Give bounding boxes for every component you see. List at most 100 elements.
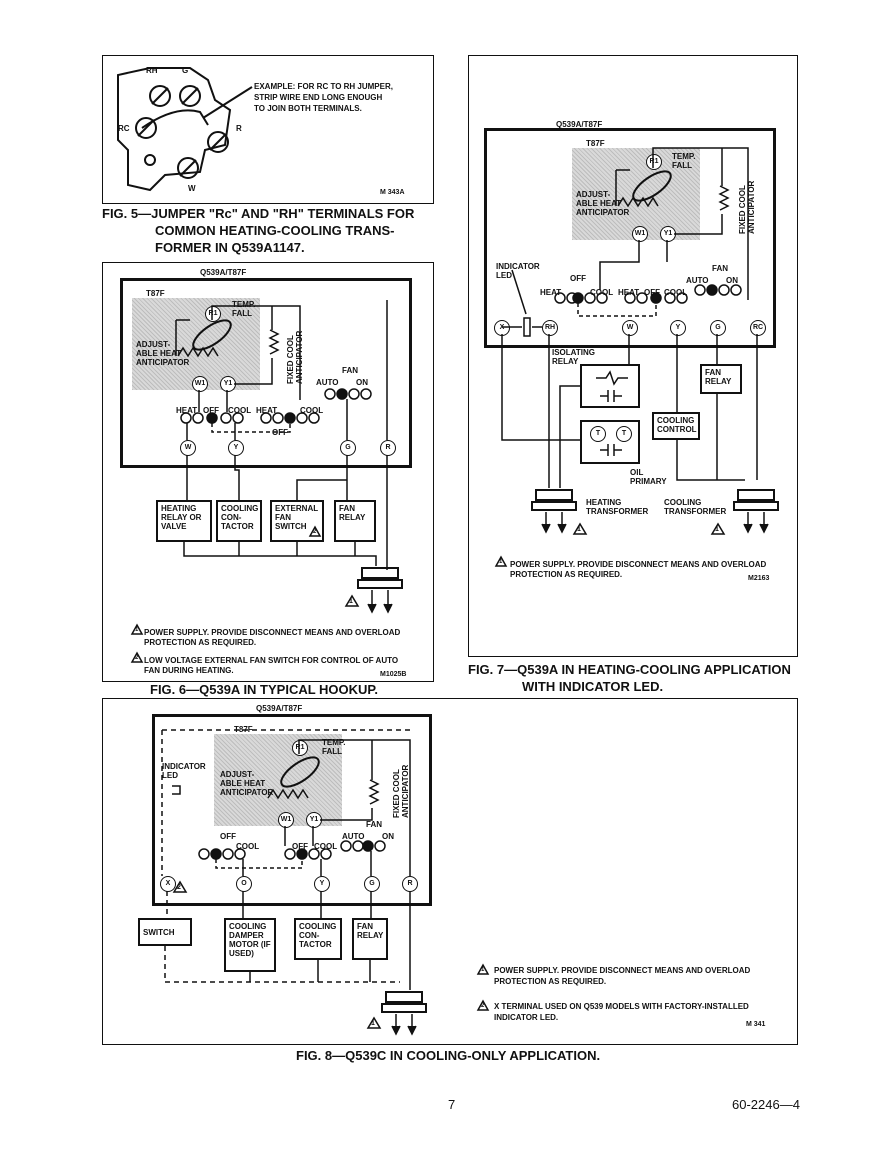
fig7-code: M2163	[748, 575, 770, 582]
fig6-note-1: POWER SUPPLY. PROVIDE DISCONNECT MEANS A…	[144, 628, 401, 637]
fig6-note-mark-1: 1	[135, 627, 139, 633]
fig6-thermostat: T87F	[146, 289, 165, 298]
fig8-cooling-contactor: COOLING CON- TACTOR	[294, 918, 342, 960]
fig6-model: Q539A/T87F	[200, 268, 247, 277]
fig8-mark-1: 1	[371, 1020, 375, 1027]
fig5-frame	[102, 55, 434, 204]
fig6-note-2b: FAN DURING HEATING.	[144, 666, 234, 675]
fig7-term-rc: RC	[750, 320, 766, 336]
fig6-switch-mark-2: 2	[313, 529, 317, 535]
fig7-fan: FAN	[712, 264, 728, 273]
fig5-caption-1: FIG. 5—JUMPER "Rc" AND "RH" TERMINALS FO…	[102, 206, 415, 221]
fig7-temp-fall: TEMP. FALL	[672, 152, 696, 170]
fig8-note-mark-1: 1	[481, 967, 485, 973]
fig8-code: M 341	[746, 1021, 766, 1028]
fig8-fixed-cool: FIXED COOL ANTICIPATOR	[392, 764, 410, 818]
fig7-term-r1: R1	[646, 154, 662, 170]
fig6-cool: COOL	[228, 406, 252, 415]
fig7-fixed-cool: FIXED COOL ANTICIPATOR	[738, 180, 756, 234]
fig6-fan: FAN	[342, 366, 358, 375]
fig8-note-1b: PROTECTION AS REQUIRED.	[494, 977, 607, 986]
fig8-note-mark-2: 2	[481, 1003, 485, 1009]
fig6-auto: AUTO	[316, 378, 339, 387]
fig7-heat: HEAT	[540, 288, 562, 297]
fig8-auto: AUTO	[342, 832, 365, 841]
fig7-term-y1: Y1	[660, 226, 676, 242]
fig7-term-t1: T	[590, 426, 606, 442]
fig8-note-2b: INDICATOR LED.	[494, 1013, 559, 1022]
document-number: 60-2246—4	[732, 1097, 800, 1112]
fig5-term-r: R	[236, 124, 242, 133]
fig8-frame	[102, 698, 798, 1045]
fig8-damper-motor: COOLING DAMPER MOTOR (IF USED)	[224, 918, 276, 972]
fig8-on: ON	[382, 832, 394, 841]
fig5-term-g: G	[182, 66, 189, 75]
fig6-term-w1: W1	[192, 376, 208, 392]
fig5-term-rc: RC	[118, 124, 130, 133]
fig7-term-w1: W1	[632, 226, 648, 242]
fig6-term-w: W	[180, 440, 196, 456]
fig7-mark-1b: 1	[715, 526, 719, 533]
page-number: 7	[448, 1097, 456, 1112]
fig8-off-2: OFF	[292, 842, 308, 851]
fig8-cool-2: COOL	[314, 842, 338, 851]
fig6-term-g: G	[340, 440, 356, 456]
fig6-note-2: LOW VOLTAGE EXTERNAL FAN SWITCH FOR CONT…	[144, 656, 399, 665]
fig7-isolating-relay	[580, 364, 640, 408]
fig6-heat: HEAT	[176, 406, 198, 415]
fig8-x-mark-2: 2	[177, 884, 181, 891]
fig5-note-3: TO JOIN BOTH TERMINALS.	[254, 104, 362, 113]
fig8-term-w1: W1	[278, 812, 294, 828]
fig8-note-1: POWER SUPPLY. PROVIDE DISCONNECT MEANS A…	[494, 966, 751, 975]
fig5-note-2: STRIP WIRE END LONG ENOUGH	[254, 93, 383, 102]
fig7-cool: COOL	[590, 288, 614, 297]
fig7-oil-primary	[580, 420, 640, 464]
fig5-term-w: W	[188, 184, 196, 193]
fig7-caption-2: WITH INDICATOR LED.	[522, 679, 664, 694]
fig7-thermostat: T87F	[586, 139, 605, 148]
fig8-fan: FAN	[366, 820, 382, 829]
fig7-auto: AUTO	[686, 276, 709, 285]
fig7-cooling-control: COOLING CONTROL	[652, 412, 700, 440]
fig8-term-y: Y	[314, 876, 330, 892]
fig7-cool-2: COOL	[664, 288, 688, 297]
fig7-mark-1a: 1	[577, 526, 581, 533]
fig7-term-rh: RH	[542, 320, 558, 336]
fig5-term-rh: RH	[146, 66, 158, 75]
fig7-term-t2: T	[616, 426, 632, 442]
fig6-anticipator: ADJUST- ABLE HEAT ANTICIPATOR	[136, 340, 190, 367]
fig7-heat-2: HEAT	[618, 288, 640, 297]
fig7-fan-relay: FAN RELAY	[700, 364, 742, 394]
fig8-cool: COOL	[236, 842, 260, 851]
fig7-indicator: INDICATOR LED	[496, 262, 540, 280]
fig8-model: Q539A/T87F	[256, 704, 303, 713]
fig8-thermostat: T87F	[234, 725, 253, 734]
fig6-temp-fall: TEMP. FALL	[232, 300, 256, 318]
fig7-note-1: POWER SUPPLY. PROVIDE DISCONNECT MEANS A…	[510, 560, 767, 569]
fig6-cooling-contactor: COOLING CON- TACTOR	[216, 500, 262, 542]
fig7-heating-tx: HEATING TRANSFORMER	[586, 498, 649, 516]
fig7-cooling-tx: COOLING TRANSFORMER	[664, 498, 727, 516]
fig8-term-r1: R1	[292, 740, 308, 756]
fig8-note-2: X TERMINAL USED ON Q539 MODELS WITH FACT…	[494, 1002, 749, 1011]
fig8-off: OFF	[220, 832, 236, 841]
fig5-note-1: EXAMPLE: FOR RC TO RH JUMPER,	[254, 82, 393, 91]
fig6-code: M1025B	[380, 671, 407, 678]
fig8-temp-fall: TEMP. FALL	[322, 738, 346, 756]
fig7-note-mark-1: 1	[499, 559, 503, 565]
fig6-caption: FIG. 6—Q539A IN TYPICAL HOOKUP.	[150, 682, 379, 697]
fig7-note-1b: PROTECTION AS REQUIRED.	[510, 570, 623, 579]
fig6-off-2: OFF	[272, 428, 288, 437]
fig6-frame	[102, 262, 434, 682]
fig7-caption-1: FIG. 7—Q539A IN HEATING-COOLING APPLICAT…	[468, 662, 791, 677]
fig8-anticipator: ADJUST- ABLE HEAT ANTICIPATOR	[220, 770, 274, 797]
fig7-model: Q539A/T87F	[556, 120, 603, 129]
fig6-fixed-cool: FIXED COOL ANTICIPATOR	[286, 330, 304, 384]
fig7-off-2: OFF	[644, 288, 660, 297]
fig8-term-g: G	[364, 876, 380, 892]
fig6-off: OFF	[203, 406, 219, 415]
fig7-off: OFF	[570, 274, 586, 283]
fig7-frame	[468, 55, 798, 657]
fig6-on: ON	[356, 378, 368, 387]
fig8-fan-relay: FAN RELAY	[352, 918, 388, 960]
